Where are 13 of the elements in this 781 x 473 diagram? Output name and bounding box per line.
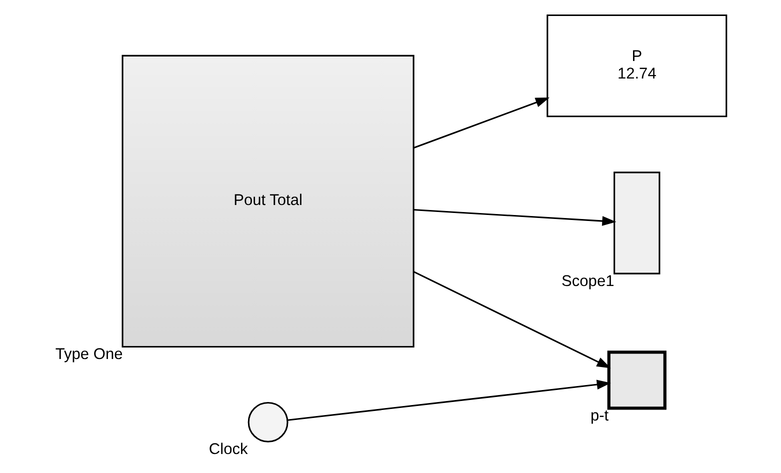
arrow	[412, 270, 610, 368]
arrow	[413, 208, 616, 226]
arrow	[287, 379, 610, 420]
node-box: Pout Total	[121, 54, 414, 347]
arrow	[412, 97, 550, 148]
node-label: p-t	[590, 407, 608, 424]
node-label: Scope1	[561, 272, 614, 290]
node-box	[606, 350, 666, 410]
node-label: Clock	[208, 440, 248, 458]
node-circle	[247, 401, 288, 442]
node-label: Type One	[54, 346, 122, 363]
node-box: P 12.74	[546, 14, 727, 117]
node-box	[613, 171, 660, 274]
